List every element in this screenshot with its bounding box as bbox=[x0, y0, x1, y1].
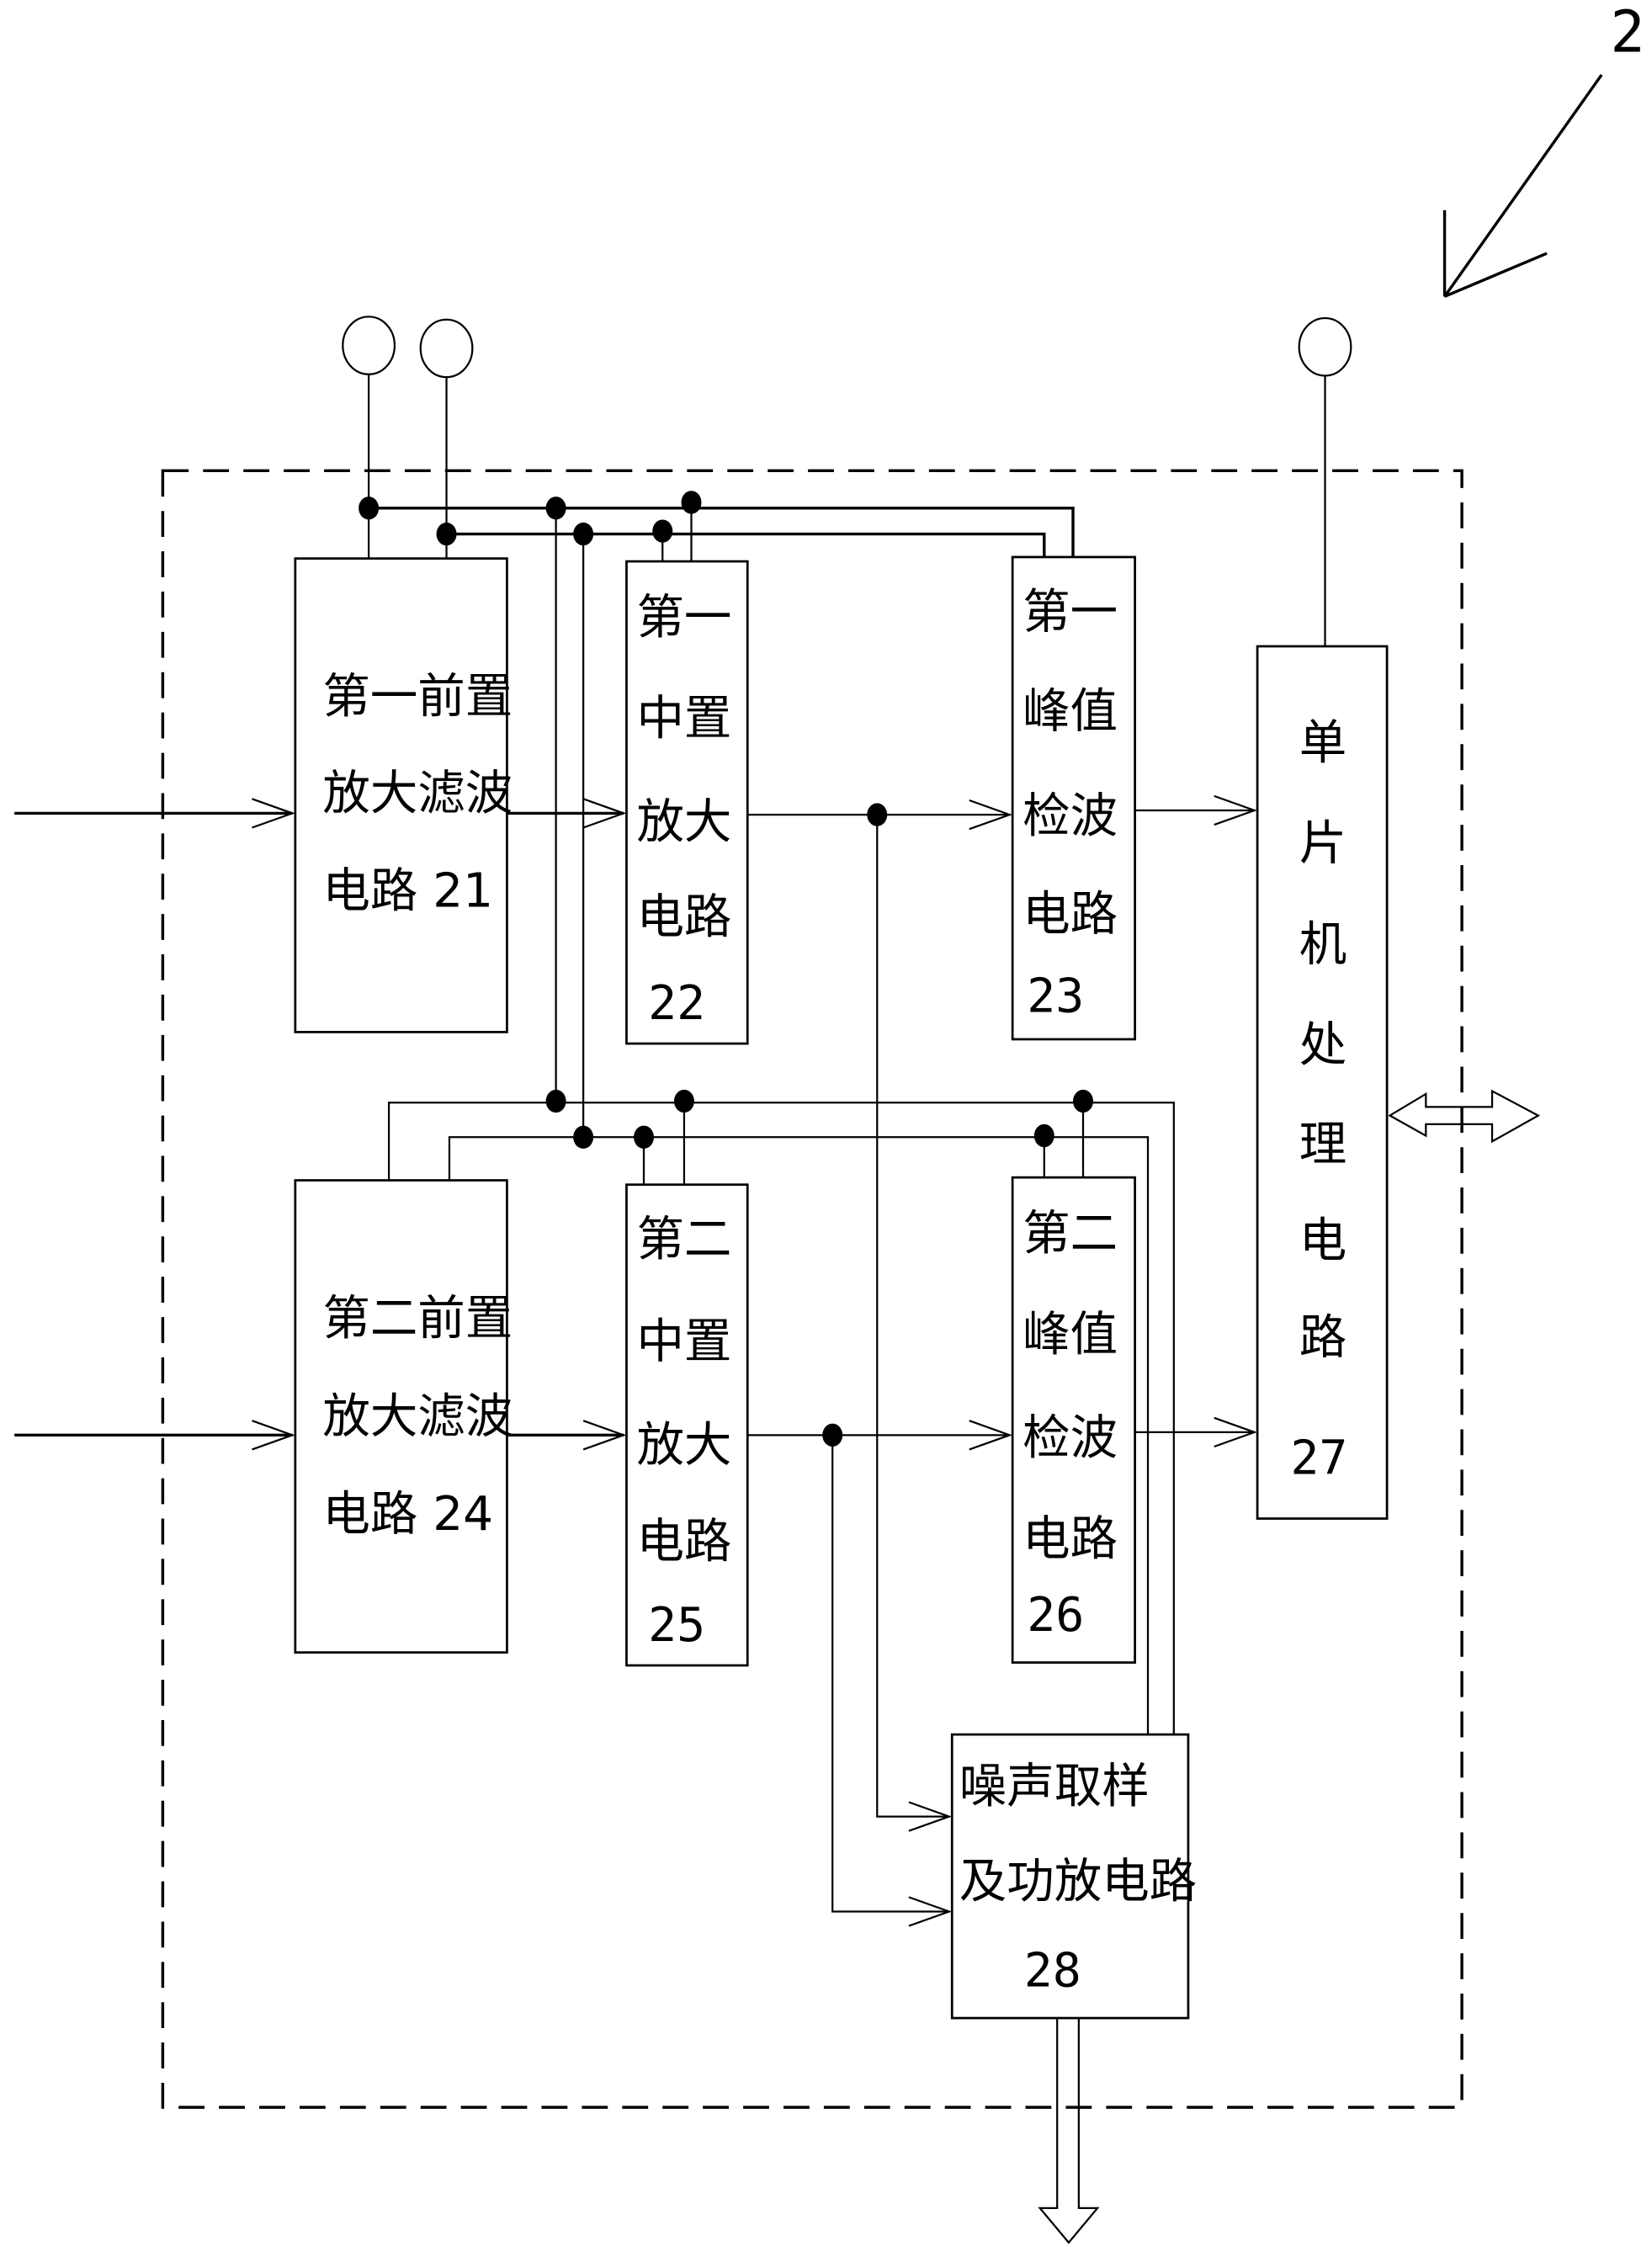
block-number: 25 bbox=[648, 1598, 705, 1653]
terminal-circle-icon bbox=[1298, 316, 1352, 377]
block-28-noise-sampling-power-amp: 噪声取样 及功放电路 28 bbox=[950, 1733, 1197, 2020]
device-boundary bbox=[161, 469, 1463, 2109]
block-25-second-mid-amp: 第二 中置 放大 电路 25 bbox=[625, 1183, 749, 1667]
block-number: 26 bbox=[1027, 1588, 1084, 1643]
reference-arrow-icon bbox=[1442, 73, 1603, 298]
arrow-right-icon bbox=[582, 1420, 627, 1451]
arrow-right-icon bbox=[969, 1420, 1013, 1451]
arrow-right-icon bbox=[252, 798, 295, 829]
block-label-line: 第一 bbox=[1023, 585, 1118, 640]
junction-dot bbox=[652, 519, 673, 543]
block-label-line: 电 bbox=[1299, 1213, 1347, 1268]
signal-path-channel-2 bbox=[14, 1416, 1257, 1927]
junction-dot bbox=[359, 497, 380, 520]
block-label-line: 电路 24 bbox=[322, 1487, 493, 1542]
block-number: 28 bbox=[1024, 1943, 1081, 1998]
arrow-right-icon bbox=[582, 798, 627, 829]
block-27-mcu-processing: 单 片 机 处 理 电 路 27 bbox=[1256, 645, 1389, 1520]
block-label-line: 及功放电路 bbox=[959, 1854, 1197, 1909]
junction-dot bbox=[673, 1089, 694, 1113]
junction-dot bbox=[573, 1125, 594, 1149]
arrow-right-icon bbox=[1214, 1416, 1257, 1448]
block-label-line: 峰值 bbox=[1023, 684, 1118, 739]
block-label-line: 噪声取样 bbox=[959, 1760, 1150, 1814]
junction-dot bbox=[573, 522, 594, 546]
block-label-line: 片 bbox=[1299, 816, 1347, 871]
block-23-first-peak-detector: 第一 峰值 检波 电路 23 bbox=[1011, 555, 1136, 1041]
block-label-line: 中置 bbox=[636, 1314, 731, 1369]
block-label-line: 单 bbox=[1299, 715, 1347, 770]
junction-dot bbox=[1033, 1123, 1054, 1148]
block-label-line: 第二前置 bbox=[322, 1292, 513, 1346]
block-label-line: 放大滤波 bbox=[322, 766, 513, 820]
block-label-line: 处 bbox=[1299, 1018, 1347, 1073]
block-21-first-preamp-filter: 第一前置 放大滤波 电路 21 bbox=[294, 557, 513, 1033]
block-label-line: 放大滤波 bbox=[322, 1389, 513, 1444]
block-label-line: 检波 bbox=[1023, 789, 1118, 844]
junction-dot bbox=[681, 491, 702, 514]
block-label-line: 第一 bbox=[636, 591, 731, 645]
block-label-line: 理 bbox=[1299, 1118, 1347, 1172]
block-number: 27 bbox=[1290, 1431, 1347, 1486]
arrow-right-icon bbox=[908, 1801, 953, 1832]
block-26-second-peak-detector: 第二 峰值 检波 电路 26 bbox=[1011, 1176, 1136, 1664]
block-label-line: 峰值 bbox=[1023, 1307, 1118, 1362]
arrow-right-icon bbox=[969, 799, 1013, 831]
junction-dot bbox=[634, 1125, 654, 1149]
block-label-line: 第一前置 bbox=[322, 670, 513, 725]
terminal-1 bbox=[342, 316, 396, 559]
junction-dot bbox=[545, 497, 566, 520]
arrow-right-icon bbox=[908, 1896, 953, 1927]
terminal-3 bbox=[1298, 316, 1352, 646]
block-label-line: 电路 bbox=[636, 890, 731, 944]
output-arrow-down-icon bbox=[1038, 2018, 1100, 2244]
block-label-line: 放大 bbox=[636, 1418, 731, 1473]
block-label-line: 路 bbox=[1299, 1310, 1347, 1365]
block-label-line: 电路 bbox=[636, 1515, 731, 1569]
reference-numeral: 2 bbox=[1610, 0, 1644, 66]
arrow-right-icon bbox=[252, 1420, 295, 1451]
junction-dot bbox=[436, 522, 457, 546]
bidirectional-arrow-icon bbox=[1388, 1089, 1541, 1144]
block-label-line: 放大 bbox=[636, 795, 731, 850]
block-label-line: 检波 bbox=[1023, 1411, 1118, 1466]
junction-dot bbox=[1073, 1089, 1093, 1113]
block-label-line: 第二 bbox=[1023, 1207, 1118, 1261]
block-label-line: 电路 bbox=[1023, 887, 1118, 942]
junction-dots bbox=[359, 491, 1093, 1447]
block-22-first-mid-amp: 第一 中置 放大 电路 22 bbox=[625, 560, 749, 1045]
arrow-right-icon bbox=[1214, 794, 1257, 826]
block-label-line: 机 bbox=[1299, 917, 1347, 972]
junction-dot bbox=[545, 1089, 566, 1113]
block-label-line: 电路 21 bbox=[322, 864, 493, 919]
signal-path-channel-1 bbox=[14, 794, 1257, 1832]
terminal-circle-icon bbox=[342, 316, 396, 375]
terminal-circle-icon bbox=[419, 318, 474, 379]
block-label-line: 中置 bbox=[636, 691, 731, 746]
block-label-line: 电路 bbox=[1023, 1511, 1118, 1566]
block-24-second-preamp-filter: 第二前置 放大滤波 电路 24 bbox=[294, 1179, 513, 1654]
block-number: 22 bbox=[648, 976, 705, 1031]
block-number: 23 bbox=[1027, 969, 1084, 1023]
block-label-line: 第二 bbox=[636, 1213, 731, 1267]
